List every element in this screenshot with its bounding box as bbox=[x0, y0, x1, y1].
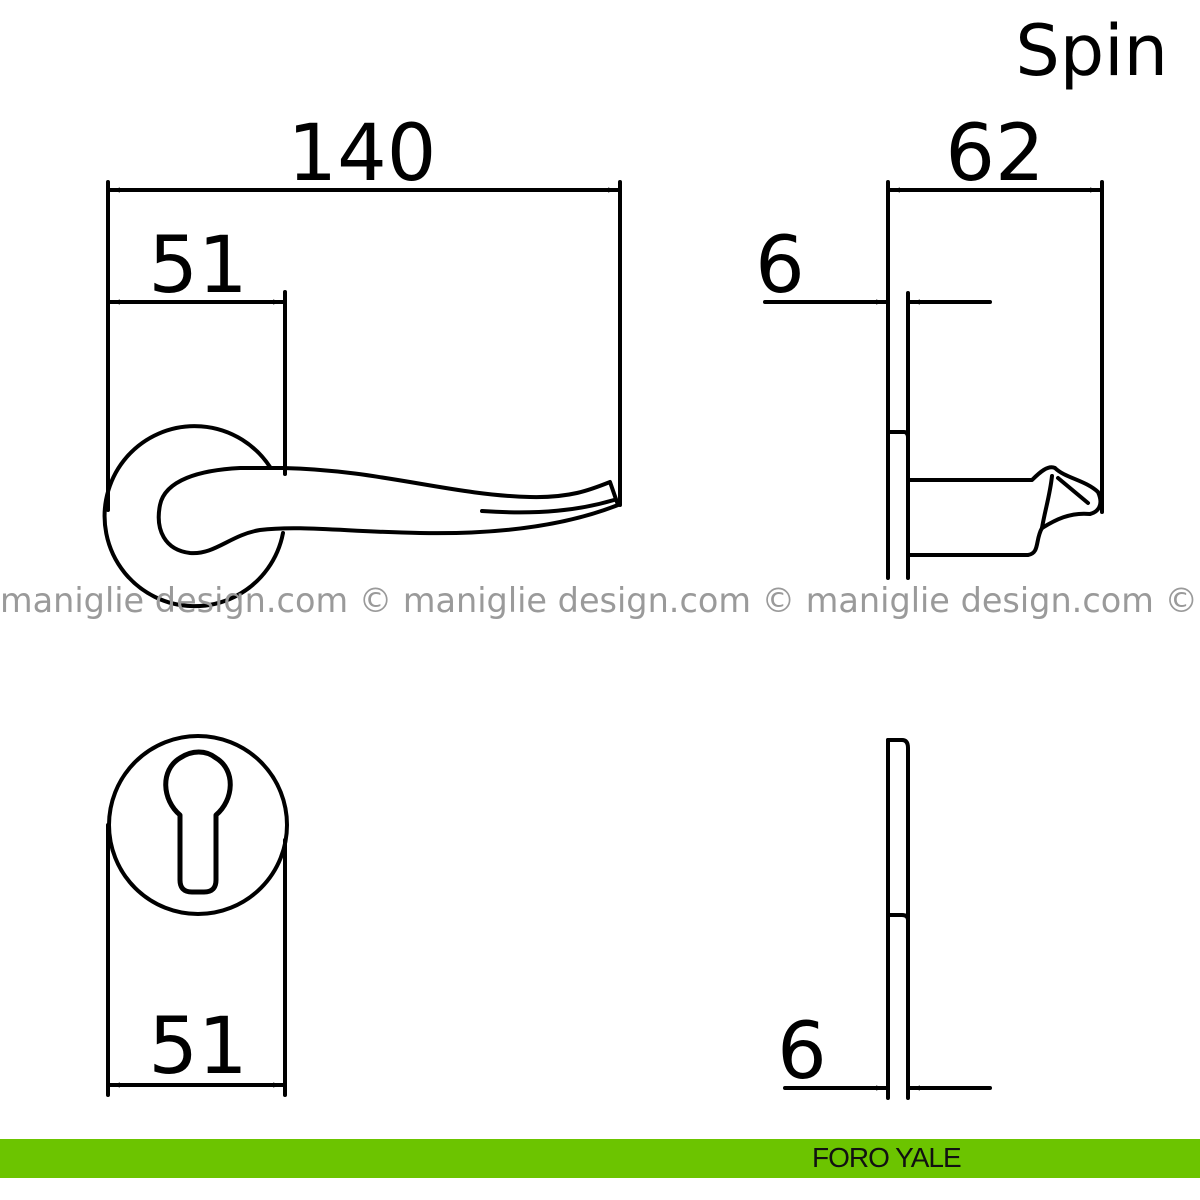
dimension-label: 6 bbox=[777, 1007, 827, 1097]
footer-bar: FORO YALE bbox=[0, 1139, 1200, 1178]
dimension-label: 6 bbox=[755, 221, 805, 311]
product-title: Spin bbox=[1015, 10, 1168, 92]
dimension-label: 51 bbox=[148, 1002, 247, 1092]
dimension-51-top: 51 bbox=[108, 221, 287, 476]
dimension-label: 140 bbox=[288, 109, 437, 199]
dimension-140: 140 bbox=[106, 109, 622, 512]
watermark: maniglie design.com © maniglie design.co… bbox=[0, 581, 1198, 621]
lever-front-view bbox=[102, 424, 620, 609]
escutcheon-side-view: 6 bbox=[777, 738, 992, 1100]
footer-label: FORO YALE bbox=[812, 1142, 962, 1173]
dimension-label: 51 bbox=[148, 221, 247, 311]
lever-outline bbox=[156, 466, 620, 556]
keyhole-icon bbox=[163, 749, 233, 895]
lever-groove bbox=[480, 498, 616, 515]
rose-circle bbox=[102, 424, 285, 609]
dimension-label: 62 bbox=[945, 109, 1044, 199]
escutcheon-front-view: 51 bbox=[106, 734, 289, 1097]
lever-side-view: 62 6 bbox=[755, 109, 1104, 580]
